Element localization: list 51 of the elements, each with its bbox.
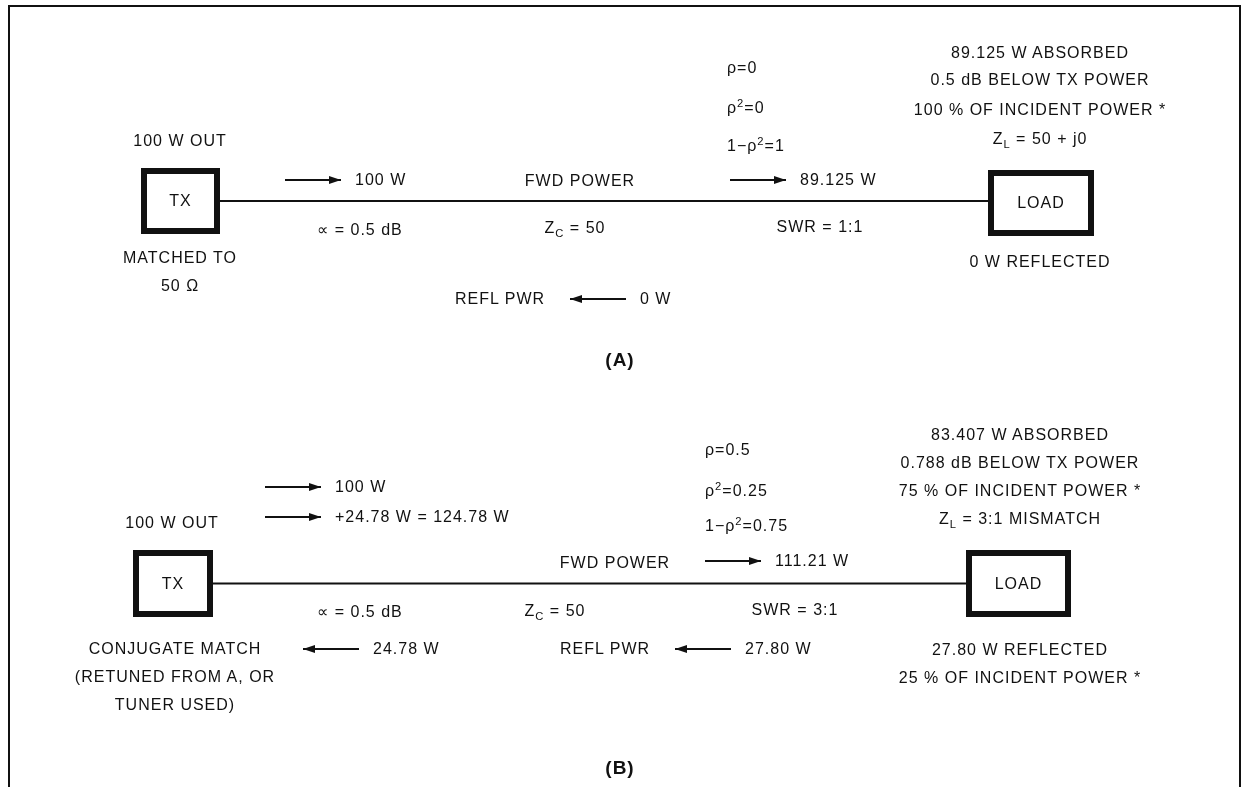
annotation-text: 27.80 W <box>745 639 812 659</box>
block-label: LOAD <box>994 574 1043 593</box>
block-label: TX <box>169 192 192 210</box>
annotation-text: 100 W OUT <box>125 513 219 533</box>
annotation-text: 100 % OF INCIDENT POWER * <box>913 100 1167 120</box>
annotation-text: SWR = 1:1 <box>776 217 864 237</box>
annotation-text: REFL PWR <box>560 639 651 659</box>
annotation-text: 0.788 dB BELOW TX POWER <box>900 453 1140 473</box>
annotation-text: 100 W <box>355 170 407 190</box>
panel-label: (A) <box>605 348 635 372</box>
annotation-text: FWD POWER <box>524 171 636 191</box>
block-label: TX <box>161 574 185 593</box>
annotation-text: 27.80 W REFLECTED <box>931 640 1109 660</box>
panel-label: (B) <box>605 756 635 780</box>
block-box <box>133 550 213 617</box>
annotation-text: Z$_{C}$ = 50 <box>544 217 606 241</box>
annotation-text: 100 W OUT <box>133 131 227 151</box>
annotation-text: Z$_{L}$ = 3:1 MISMATCH <box>938 508 1102 532</box>
annotation-text: 25 % OF INCIDENT POWER * <box>898 668 1142 688</box>
annotation-text: 100 W <box>335 477 387 497</box>
annotation-text: 75 % OF INCIDENT POWER * <box>898 481 1142 501</box>
block-box <box>988 170 1094 236</box>
annotation-text: MATCHED TO 50 Ω <box>122 248 238 296</box>
annotation-text: 89.125 W ABSORBED <box>951 43 1129 63</box>
annotation-text: REFL PWR <box>455 289 546 309</box>
annotation-text: ρ=0 <box>727 58 758 78</box>
annotation-text: FWD POWER <box>559 553 671 573</box>
annotation-text: Z$_{C}$ = 50 <box>524 600 586 624</box>
transmission-line <box>219 200 989 202</box>
annotation-text: ρ$^{2}$=0 <box>727 96 765 118</box>
annotation-text: 24.78 W <box>373 639 440 659</box>
annotation-text: +24.78 W = 124.78 W <box>335 507 510 527</box>
annotation-text: 1−ρ$^{2}$=1 <box>727 134 785 156</box>
annotation-text: 83.407 W ABSORBED <box>931 425 1109 445</box>
block-box <box>141 168 220 234</box>
annotation-text: ∝ = 0.5 dB <box>317 220 403 240</box>
annotation-text: 0.5 dB BELOW TX POWER <box>930 70 1150 90</box>
block-box <box>966 550 1071 617</box>
annotation-text: CONJUGATE MATCH (RETUNED FROM A, OR TUNER USED) <box>73 639 277 715</box>
annotation-text: 111.21 W <box>775 551 850 571</box>
annotation-text: ρ=0.5 <box>705 440 751 460</box>
annotation-text: 89.125 W <box>800 170 877 190</box>
block-label: LOAD <box>1017 194 1065 212</box>
annotation-text: ρ$^{2}$=0.25 <box>705 479 768 501</box>
annotation-text: 0 W REFLECTED <box>969 252 1111 272</box>
annotation-text: Z$_{L}$ = 50 + j0 <box>992 128 1088 152</box>
transmission-line <box>212 582 967 585</box>
annotation-text: ∝ = 0.5 dB <box>317 602 403 622</box>
annotation-text: 1−ρ$^{2}$=0.75 <box>705 514 789 536</box>
annotation-text: 0 W <box>640 289 672 309</box>
annotation-text: SWR = 3:1 <box>751 600 839 620</box>
